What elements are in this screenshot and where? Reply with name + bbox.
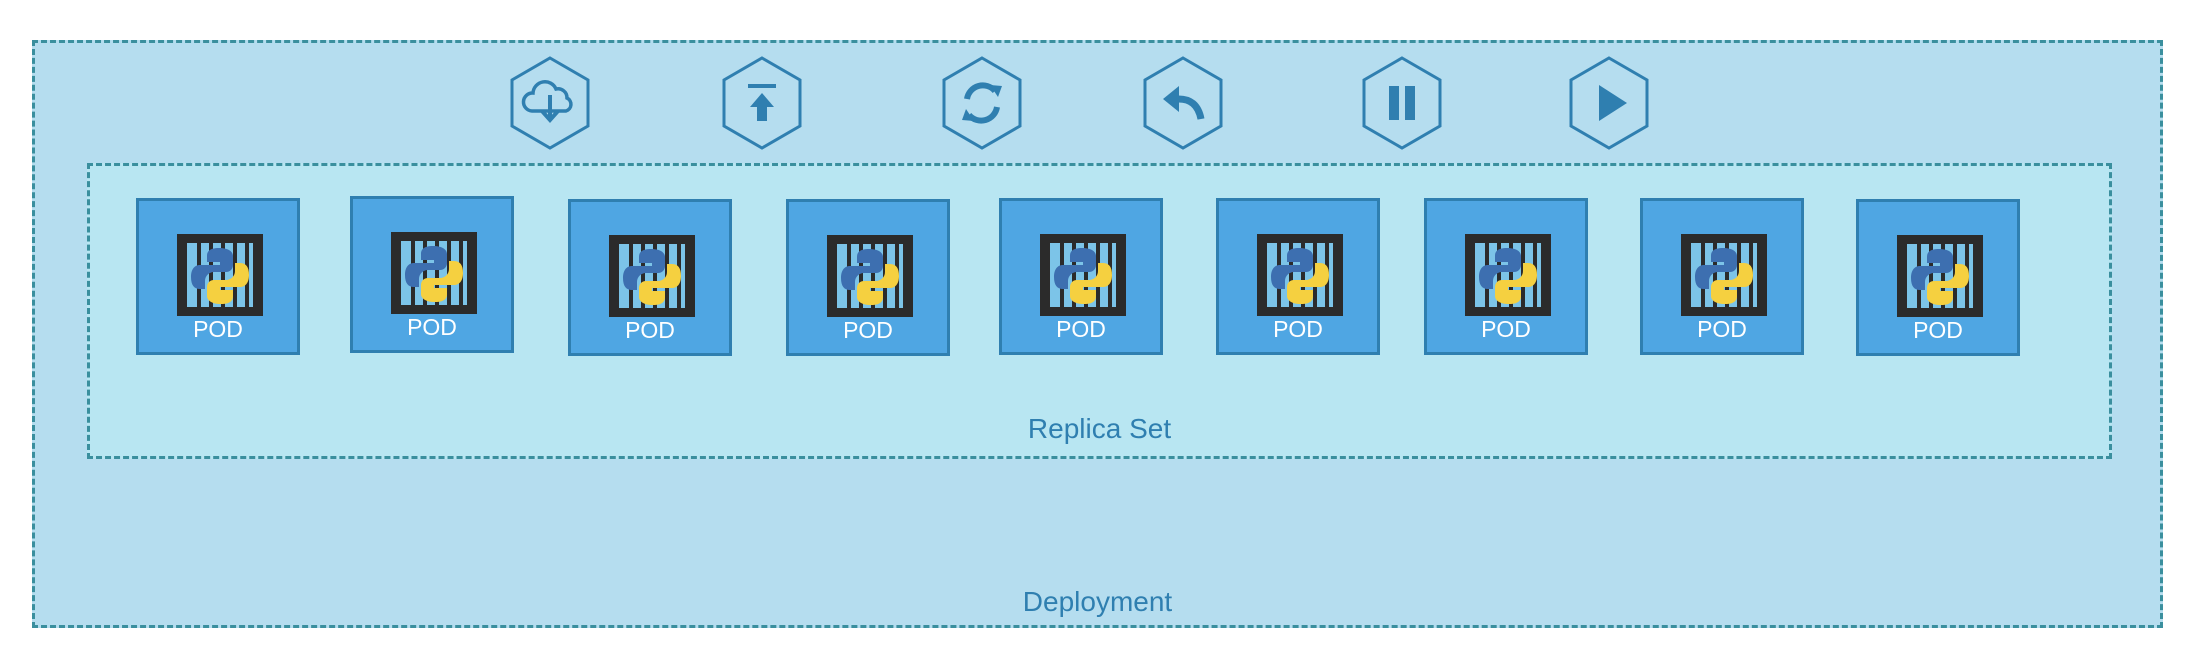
python-container-icon — [1465, 234, 1551, 316]
python-container-icon — [391, 232, 477, 314]
pod-label: POD — [407, 314, 457, 340]
python-container-icon — [609, 235, 695, 317]
pod-box: POD — [1640, 198, 1804, 355]
cloud-download-icon[interactable] — [508, 55, 592, 151]
python-container-icon — [1257, 234, 1343, 316]
upload-icon[interactable] — [720, 55, 804, 151]
pod-label: POD — [1481, 316, 1531, 342]
python-container-icon — [177, 234, 263, 316]
replica-set-label: Replica Set — [1027, 413, 1172, 444]
python-container-icon — [1040, 234, 1126, 316]
play-icon[interactable] — [1567, 55, 1651, 151]
pod-box: POD — [136, 198, 300, 355]
python-container-icon — [1897, 235, 1983, 317]
pod-label: POD — [843, 317, 893, 343]
pod-box: POD — [999, 198, 1163, 355]
refresh-icon[interactable] — [940, 55, 1024, 151]
pod-label: POD — [625, 317, 675, 343]
pod-label: POD — [193, 316, 243, 342]
python-container-icon — [827, 235, 913, 317]
pod-box: POD — [1856, 199, 2020, 356]
pod-box: POD — [568, 199, 732, 356]
python-container-icon — [1681, 234, 1767, 316]
pod-box: POD — [1216, 198, 1380, 355]
pod-label: POD — [1697, 316, 1747, 342]
pod-box: POD — [786, 199, 950, 356]
pod-box: POD — [1424, 198, 1588, 355]
pod-label: POD — [1913, 317, 1963, 343]
pause-icon[interactable] — [1360, 55, 1444, 151]
pod-label: POD — [1056, 316, 1106, 342]
deployment-label: Deployment — [1022, 586, 1173, 617]
pod-box: POD — [350, 196, 514, 353]
pod-label: POD — [1273, 316, 1323, 342]
undo-icon[interactable] — [1141, 55, 1225, 151]
